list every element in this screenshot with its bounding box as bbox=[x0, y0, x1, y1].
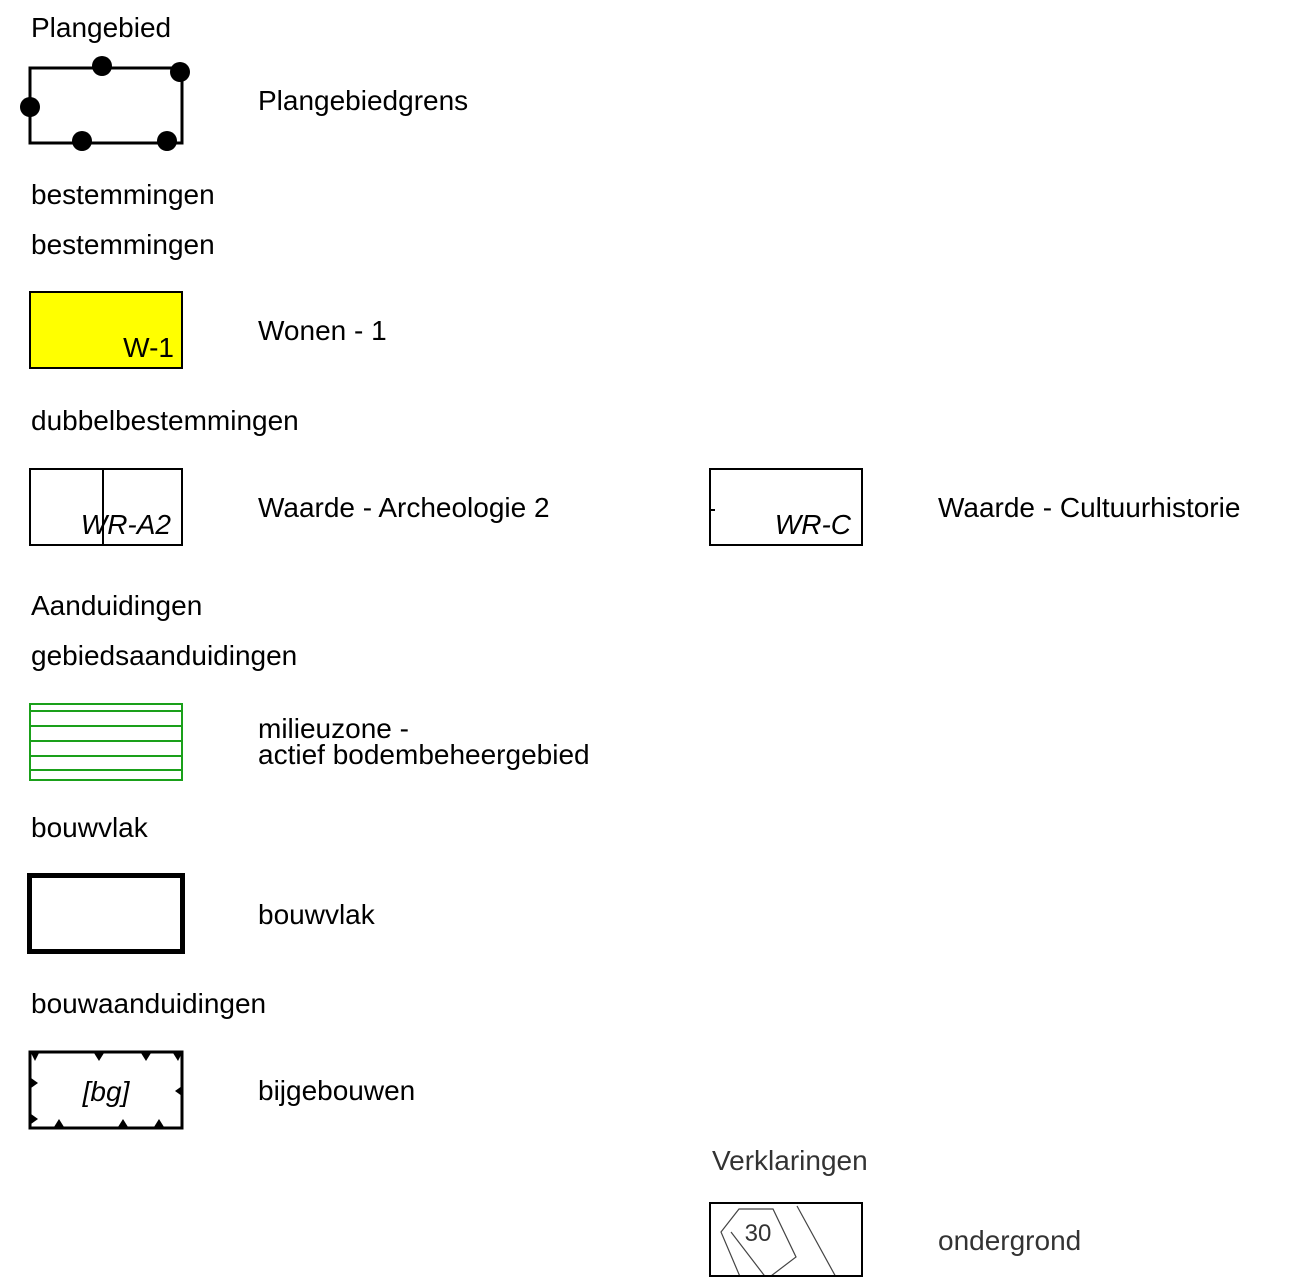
milieuzone-label: milieuzone - actief bodembeheergebied bbox=[258, 713, 590, 770]
section-aanduidingen: Aanduidingen bbox=[31, 590, 203, 621]
archeologie-symbol: WR-A2 bbox=[29, 468, 183, 546]
archeologie-label: Waarde - Archeologie 2 bbox=[258, 492, 550, 523]
bouwvlak-label: bouwvlak bbox=[258, 899, 375, 930]
bijgebouwen-label: bijgebouwen bbox=[258, 1075, 416, 1106]
bijgebouwen-symbol: [bg] bbox=[28, 1050, 184, 1130]
ondergrond-number: 30 bbox=[745, 1220, 772, 1247]
plangebiedgrens-label: Plangebiedgrens bbox=[258, 85, 469, 116]
wonen-label: Wonen - 1 bbox=[258, 315, 387, 346]
section-bouwaanduidingen: bouwaanduidingen bbox=[31, 988, 267, 1019]
milieuzone-label-line2: actief bodembeheergebied bbox=[258, 739, 590, 770]
ondergrond-label: ondergrond bbox=[938, 1225, 1082, 1256]
section-bouwvlak: bouwvlak bbox=[31, 812, 148, 843]
bouwvlak-symbol bbox=[27, 873, 185, 954]
section-verklaringen: Verklaringen bbox=[712, 1145, 868, 1176]
plangebiedgrens-symbol bbox=[20, 56, 190, 151]
milieuzone-symbol bbox=[29, 703, 183, 781]
section-gebiedsaanduidingen: gebiedsaanduidingen bbox=[31, 640, 298, 671]
cultuurhistorie-code: WR-C bbox=[775, 509, 852, 540]
ondergrond-symbol: 30 bbox=[709, 1202, 863, 1277]
wonen-symbol: W-1 bbox=[29, 291, 183, 369]
section-dubbelbestemmingen: dubbelbestemmingen bbox=[31, 405, 299, 436]
archeologie-code: WR-A2 bbox=[81, 509, 172, 540]
cultuurhistorie-symbol: WR-C bbox=[709, 468, 863, 546]
milieuzone-label-line1: milieuzone - bbox=[258, 713, 409, 744]
wonen-code: W-1 bbox=[123, 332, 174, 363]
section-bestemmingen-sub: bestemmingen bbox=[31, 229, 215, 260]
section-plangebied: Plangebied bbox=[31, 12, 172, 43]
bijgebouwen-code: [bg] bbox=[82, 1076, 131, 1107]
section-bestemmingen: bestemmingen bbox=[31, 179, 215, 210]
cultuurhistorie-label: Waarde - Cultuurhistorie bbox=[938, 492, 1241, 523]
